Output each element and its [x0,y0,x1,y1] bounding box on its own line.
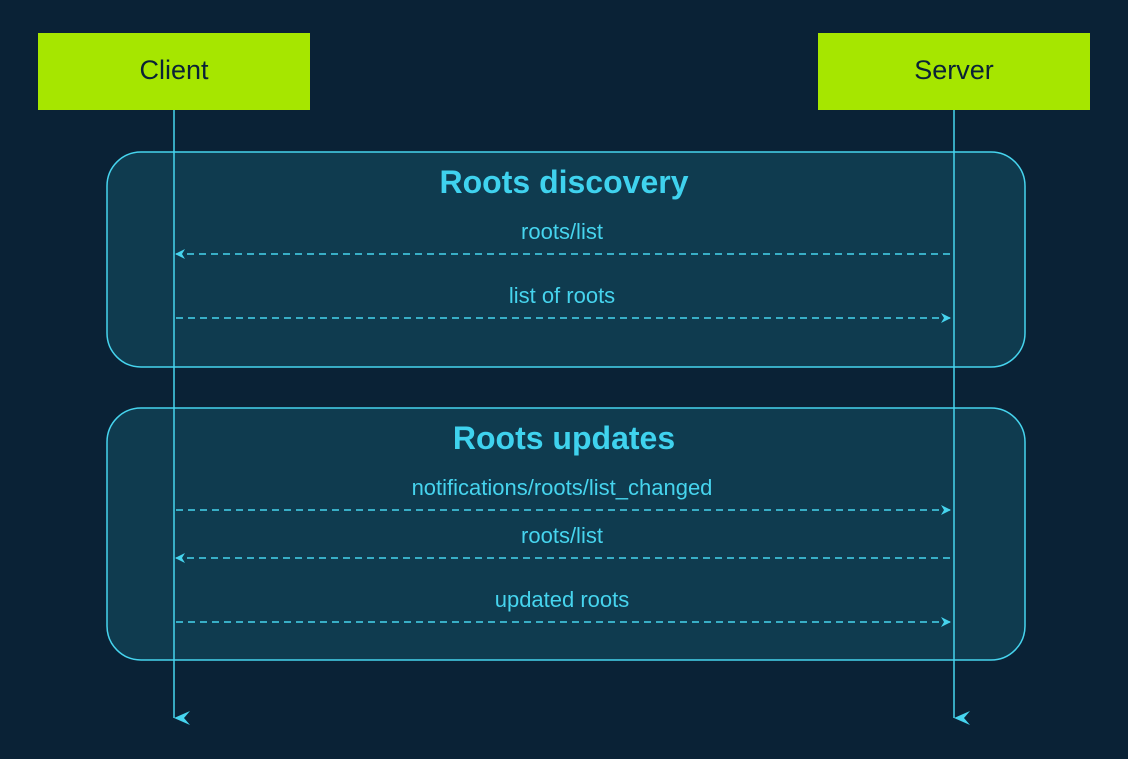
message-label: list of roots [509,283,615,308]
group-box-roots-updates [106,407,1026,661]
message-label: roots/list [521,219,603,244]
group-title-roots-discovery: Roots discovery [440,164,689,200]
message-label: roots/list [521,523,603,548]
participant-server: Server [818,33,1090,110]
message-label: notifications/roots/list_changed [412,475,713,500]
participant-client: Client [38,33,310,110]
group-title-roots-updates: Roots updates [453,420,675,456]
participant-client-label: Client [139,55,209,85]
participant-server-label: Server [914,55,994,85]
message-label: updated roots [495,587,630,612]
group-box-roots-discovery [106,151,1026,368]
